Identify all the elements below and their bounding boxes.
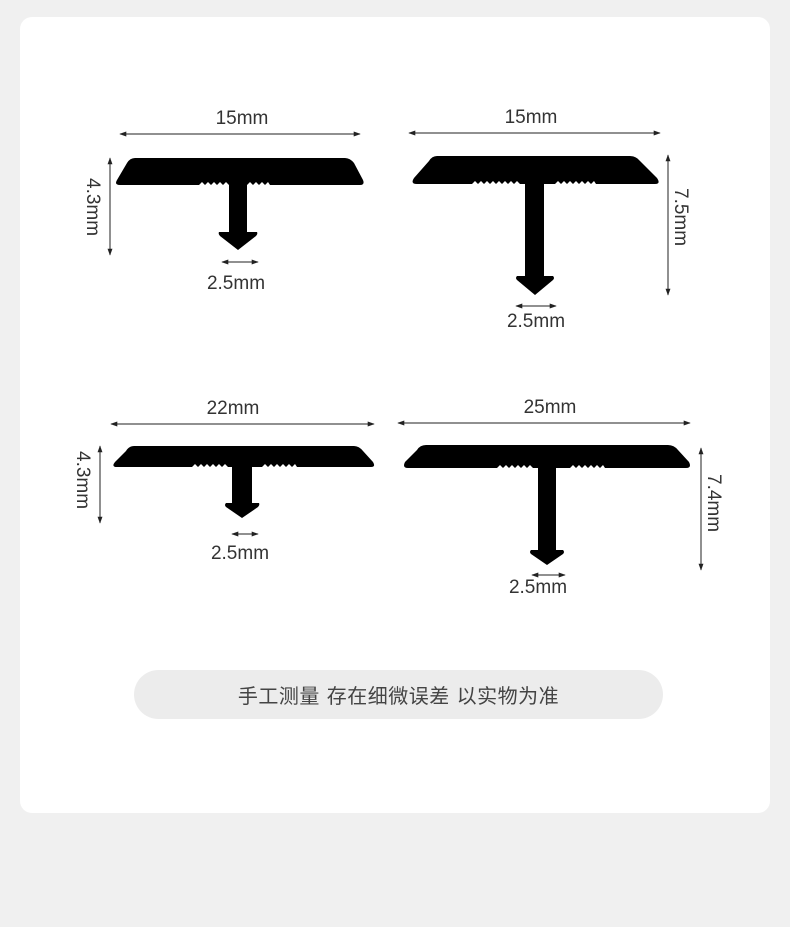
profile-4-width-label: 25mm bbox=[524, 397, 577, 418]
profile-4-shape bbox=[404, 445, 690, 565]
profile-1-group: 15mm 4.3mm 2.5mm bbox=[82, 108, 364, 294]
profile-3-height-label: 4.3mm bbox=[72, 451, 93, 509]
profile-3-stem-label: 2.5mm bbox=[211, 543, 269, 564]
profile-2-height-label: 7.5mm bbox=[670, 188, 691, 246]
profile-4-height-label: 7.4mm bbox=[703, 474, 724, 532]
profile-2-width-label: 15mm bbox=[505, 107, 558, 128]
profile-1-height-label: 4.3mm bbox=[82, 178, 103, 236]
profile-2-group: 15mm 7.5mm 2.5mm bbox=[408, 107, 691, 332]
profile-4-stem-label: 2.5mm bbox=[509, 577, 567, 598]
profile-3-width-label: 22mm bbox=[207, 398, 260, 419]
measurement-disclaimer-badge: 手工测量 存在细微误差 以实物为准 bbox=[134, 670, 663, 719]
profile-3-shape bbox=[113, 446, 375, 518]
profile-3-group: 22mm 4.3mm 2.5mm bbox=[72, 398, 375, 564]
profile-1-width-label: 15mm bbox=[216, 108, 269, 129]
profile-1-stem-label: 2.5mm bbox=[207, 273, 265, 294]
measurement-disclaimer-text: 手工测量 存在细微误差 以实物为准 bbox=[237, 684, 560, 708]
profile-1-shape bbox=[116, 158, 364, 250]
profile-2-shape bbox=[412, 156, 659, 295]
profile-2-stem-label: 2.5mm bbox=[507, 311, 565, 332]
profile-4-group: 25mm 7.4mm 2.5mm bbox=[397, 397, 724, 598]
